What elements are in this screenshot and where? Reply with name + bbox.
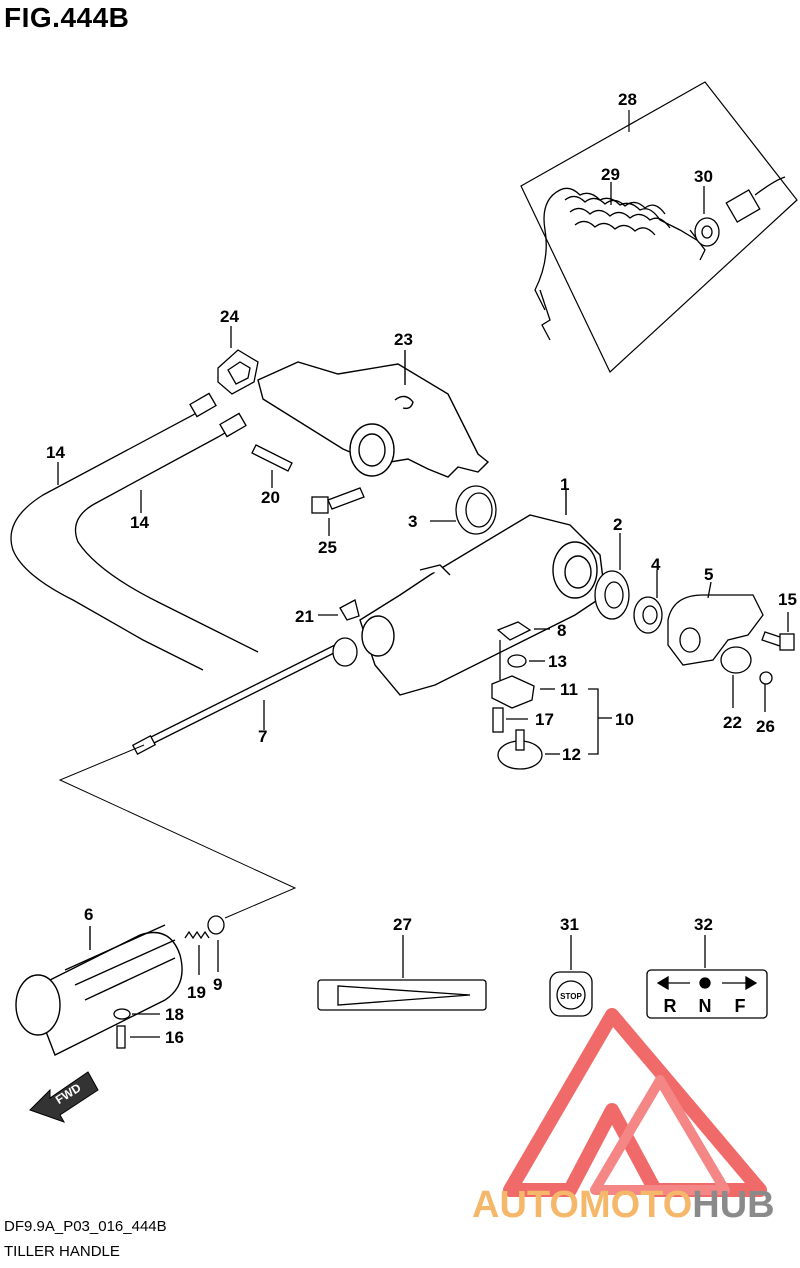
grommet-part-24 xyxy=(217,326,259,395)
screw-part-16 xyxy=(116,1025,160,1049)
bolt-part-15 xyxy=(761,612,795,651)
callout-20: 20 xyxy=(261,488,280,507)
stop-switch-part-30 xyxy=(694,176,786,247)
bracket-part-23 xyxy=(257,350,490,478)
shift-letter-r: R xyxy=(664,996,677,1016)
watermark-logo xyxy=(503,1008,767,1197)
knob-part-12 xyxy=(497,688,612,770)
bolt-part-25 xyxy=(311,487,365,536)
callout-25: 25 xyxy=(318,538,337,557)
callout-19: 19 xyxy=(187,983,206,1002)
callout-14b: 14 xyxy=(130,513,149,532)
callout-18: 18 xyxy=(165,1005,184,1024)
callout-29: 29 xyxy=(601,165,620,184)
leader-line xyxy=(58,744,297,919)
shaft-part-7 xyxy=(131,637,358,755)
shift-letter-f: F xyxy=(735,996,746,1016)
callout-27: 27 xyxy=(393,915,412,934)
washer-part-9 xyxy=(207,915,225,972)
callout-24: 24 xyxy=(220,307,239,326)
callout-3: 3 xyxy=(408,512,417,531)
callout-14a: 14 xyxy=(46,443,65,462)
lanyard-part-29 xyxy=(534,182,706,341)
callout-32: 32 xyxy=(694,915,713,934)
shift-decal-part-32 xyxy=(646,935,768,1019)
callout-7: 7 xyxy=(258,727,267,746)
callout-26: 26 xyxy=(756,717,775,736)
pin-part-20 xyxy=(251,444,293,488)
plate-part-8 xyxy=(496,621,550,641)
grip-part-6 xyxy=(15,924,183,1056)
callout-5: 5 xyxy=(704,565,713,584)
figure-title: FIG.444B xyxy=(4,2,130,33)
stop-label: STOP xyxy=(560,992,582,1001)
callout-16: 16 xyxy=(165,1028,184,1047)
tiller-handle-part-1 xyxy=(359,490,606,696)
callout-22: 22 xyxy=(723,713,742,732)
washer-part-13 xyxy=(507,654,545,668)
callout-6: 6 xyxy=(84,905,93,924)
callout-28: 28 xyxy=(618,90,637,109)
callout-labels: 1 2 3 4 5 6 7 8 9 10 11 12 13 14 14 15 1… xyxy=(46,90,797,1047)
callout-9: 9 xyxy=(213,975,222,994)
decal-part-27 xyxy=(317,935,487,1011)
collar-part-4 xyxy=(633,570,663,634)
washer-part-18 xyxy=(113,1008,160,1020)
kit-28-box xyxy=(520,81,798,373)
fwd-arrow-icon xyxy=(29,1071,99,1123)
callout-30: 30 xyxy=(694,167,713,186)
callout-13: 13 xyxy=(548,652,567,671)
callout-2: 2 xyxy=(613,515,622,534)
watermark-part-b: HUB xyxy=(692,1184,774,1226)
shift-letter-n: N xyxy=(699,996,712,1016)
throttle-arm-part-5 xyxy=(667,581,764,666)
callout-12: 12 xyxy=(562,745,581,764)
bushing-part-3 xyxy=(430,485,497,535)
callout-23: 23 xyxy=(394,330,413,349)
watermark-text: AUTOMOTOHUB xyxy=(472,1184,775,1226)
screw-part-17 xyxy=(492,707,528,733)
callout-21: 21 xyxy=(295,607,314,626)
stop-decal-part-31 xyxy=(549,935,593,1017)
cable-part-14 xyxy=(10,392,259,671)
spring-part-19 xyxy=(184,930,210,975)
callout-17: 17 xyxy=(535,710,554,729)
callout-15: 15 xyxy=(778,590,797,609)
callout-11: 11 xyxy=(560,680,578,699)
callout-4: 4 xyxy=(651,555,661,574)
diagram-name: TILLER HANDLE xyxy=(4,1243,120,1260)
washer-part-2 xyxy=(594,533,630,620)
callout-10: 10 xyxy=(615,710,634,729)
clip-part-21 xyxy=(318,599,360,621)
callout-31: 31 xyxy=(560,915,579,934)
screw-part-26 xyxy=(759,671,773,712)
callout-1: 1 xyxy=(560,475,569,494)
diagram-code: DF9.9A_P03_016_444B xyxy=(4,1218,167,1235)
bracket-part-11 xyxy=(491,640,555,709)
callout-8: 8 xyxy=(557,621,566,640)
watermark-part-a: AUTOMOTO xyxy=(472,1184,692,1226)
washer-part-22 xyxy=(720,646,752,708)
